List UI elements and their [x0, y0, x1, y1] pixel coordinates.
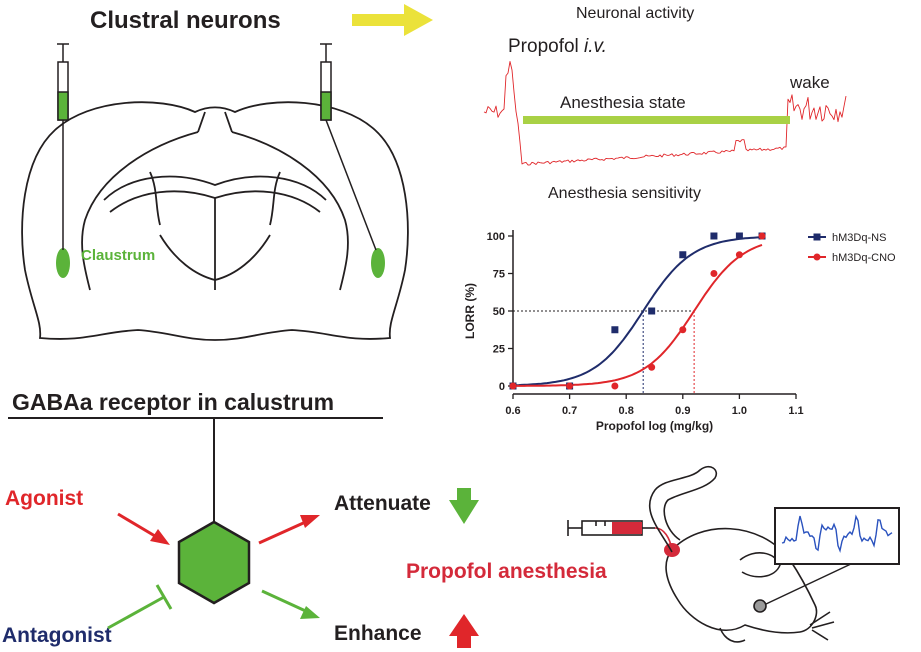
legend-marker — [813, 253, 821, 261]
x-tick-label: 0.8 — [619, 405, 634, 417]
y-axis-label: LORR (%) — [463, 283, 477, 339]
enhance-arrow-icon — [261, 589, 320, 619]
attenuate-arrow-icon — [258, 515, 320, 545]
x-tick-label: 0.9 — [675, 405, 690, 417]
antagonist-inhibition-icon — [107, 584, 173, 630]
down-arrow-icon — [449, 488, 479, 524]
eeg-trace — [781, 514, 893, 553]
x-tick-label: 0.7 — [562, 405, 577, 417]
data-point — [679, 251, 687, 259]
data-point — [735, 251, 743, 259]
data-point — [611, 326, 619, 334]
neuronal-activity-trace — [483, 61, 847, 166]
neuronal-activity-title: Neuronal activity — [576, 5, 694, 22]
claustrum-label: Claustrum — [81, 247, 155, 264]
x-tick-label: 1.1 — [788, 405, 803, 417]
enhance-label: Enhance — [334, 622, 422, 645]
legend-marker — [813, 233, 821, 241]
clustral-neurons-title: Clustral neurons — [90, 7, 281, 34]
y-tick-label: 50 — [493, 306, 505, 318]
x-axis-label: Propofol log (mg/kg) — [596, 419, 713, 433]
y-tick-label: 0 — [499, 381, 505, 393]
data-point — [735, 232, 743, 240]
fit-curve — [512, 236, 763, 387]
attenuate-label: Attenuate — [334, 492, 431, 515]
agonist-arrow-icon — [117, 512, 170, 545]
gabaa-hexagon — [177, 520, 251, 605]
data-point — [648, 363, 656, 371]
legend-label: hM3Dq-CNO — [832, 252, 896, 264]
data-point — [648, 307, 656, 315]
eeg-electrode-wire — [765, 562, 854, 605]
y-tick-label: 75 — [493, 269, 505, 281]
data-point — [710, 232, 718, 240]
propofol-anesthesia-label: Propofol anesthesia — [406, 560, 607, 583]
claustrum-right — [371, 248, 385, 278]
syringe-right-icon — [320, 43, 377, 251]
y-tick-label: 100 — [487, 231, 505, 243]
fit-curve — [513, 243, 763, 387]
up-arrow-icon — [449, 614, 479, 648]
agonist-label: Agonist — [5, 487, 83, 510]
x-tick-label: 1.0 — [732, 405, 747, 417]
data-point — [758, 232, 766, 240]
propofol-iv-label: Propofol i.v. — [508, 36, 607, 57]
data-point — [710, 270, 718, 277]
data-point — [679, 326, 687, 334]
chart-title: Anesthesia sensitivity — [548, 185, 701, 202]
brain-coronal-section — [21, 101, 409, 341]
claustrum-left — [56, 248, 70, 278]
data-point — [611, 382, 619, 390]
anesthesia-state-bar — [523, 116, 790, 124]
data-point — [566, 382, 574, 390]
y-tick-label: 25 — [493, 344, 505, 356]
anesthesia-state-label: Anesthesia state — [560, 93, 686, 112]
legend-label: hM3Dq-NS — [832, 232, 886, 244]
syringe-left-icon — [57, 43, 69, 250]
yellow-arrow-icon — [352, 4, 433, 36]
gabaa-heading: GABAa receptor in calustrum — [12, 389, 334, 415]
data-point — [509, 382, 517, 390]
antagonist-label: Antagonist — [2, 624, 112, 647]
wake-label: wake — [789, 73, 830, 92]
x-tick-label: 0.6 — [505, 405, 520, 417]
